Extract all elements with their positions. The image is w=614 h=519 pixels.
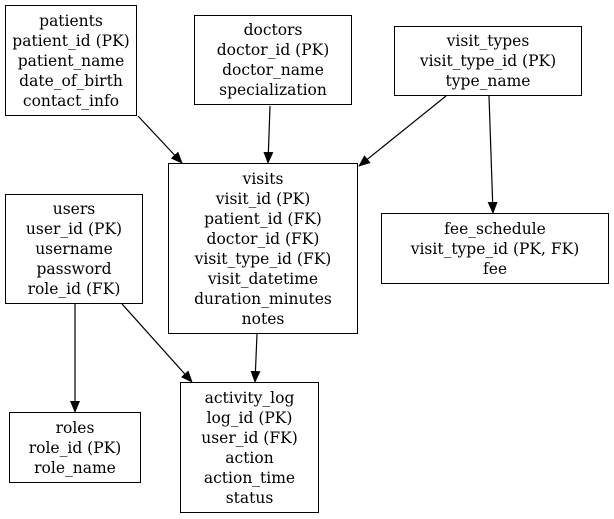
entity-field: patient_id (PK)	[12, 31, 130, 50]
entity-doctors: doctors doctor_id (PK) doctor_name speciali…	[194, 15, 352, 105]
entity-field: status	[225, 488, 274, 507]
entity-title: doctors	[243, 21, 303, 39]
entity-field: user_id (FK)	[201, 428, 298, 447]
entity-users: users user_id (PK) username password role_id…	[5, 194, 143, 304]
entity-title: roles	[55, 418, 95, 437]
entity-title: visits	[242, 169, 284, 188]
edge-visit-types-to-visits	[358, 95, 447, 167]
edge-users-to-activity-log	[121, 303, 193, 383]
edge-visits-to-activity-log	[250, 333, 261, 383]
entity-field: username	[35, 240, 113, 258]
entity-field: specialization	[219, 81, 327, 99]
entity-field: patient_name	[17, 51, 125, 70]
entity-field: action_time	[203, 468, 296, 487]
entity-field: visit_type_id (PK)	[419, 52, 557, 70]
entity-field: doctor_name	[222, 61, 324, 79]
edge-visit-types-to-fee-schedule	[487, 95, 498, 214]
entity-visit-types: visit_types visit_type_id (PK) type_name	[394, 26, 582, 96]
edge-doctors-to-visits	[263, 105, 274, 164]
entity-field: user_id (PK)	[25, 220, 123, 238]
entity-field: notes	[241, 309, 285, 328]
entity-field: role_id (FK)	[27, 280, 121, 298]
entity-title: users	[52, 200, 96, 218]
entity-title: patients	[39, 11, 103, 30]
entity-field: doctor_id (PK)	[216, 41, 330, 59]
entity-field: doctor_id (FK)	[206, 229, 320, 248]
entity-field: action	[225, 448, 274, 467]
entity-field: fee	[482, 259, 508, 278]
entity-field: log_id (PK)	[206, 408, 293, 427]
entity-field: duration_minutes	[194, 289, 332, 308]
entity-field: role_name	[34, 458, 116, 477]
entity-field: password	[36, 260, 112, 278]
entity-field: patient_id (FK)	[204, 209, 322, 228]
entity-field: visit_type_id (PK, FK)	[410, 239, 580, 258]
edge-patients-to-visits	[137, 115, 183, 164]
entity-field: visit_type_id (FK)	[194, 249, 332, 268]
entity-title: visit_types	[446, 32, 530, 50]
entity-field: type_name	[445, 72, 531, 90]
entity-title: fee_schedule	[444, 219, 546, 238]
entity-field: role_id (PK)	[28, 438, 122, 457]
entity-field: visit_id (PK)	[215, 189, 311, 208]
entity-field: visit_datetime	[207, 269, 319, 288]
entity-field: contact_info	[22, 91, 120, 110]
entity-field: date_of_birth	[19, 71, 123, 90]
entity-title: activity_log	[204, 388, 295, 407]
